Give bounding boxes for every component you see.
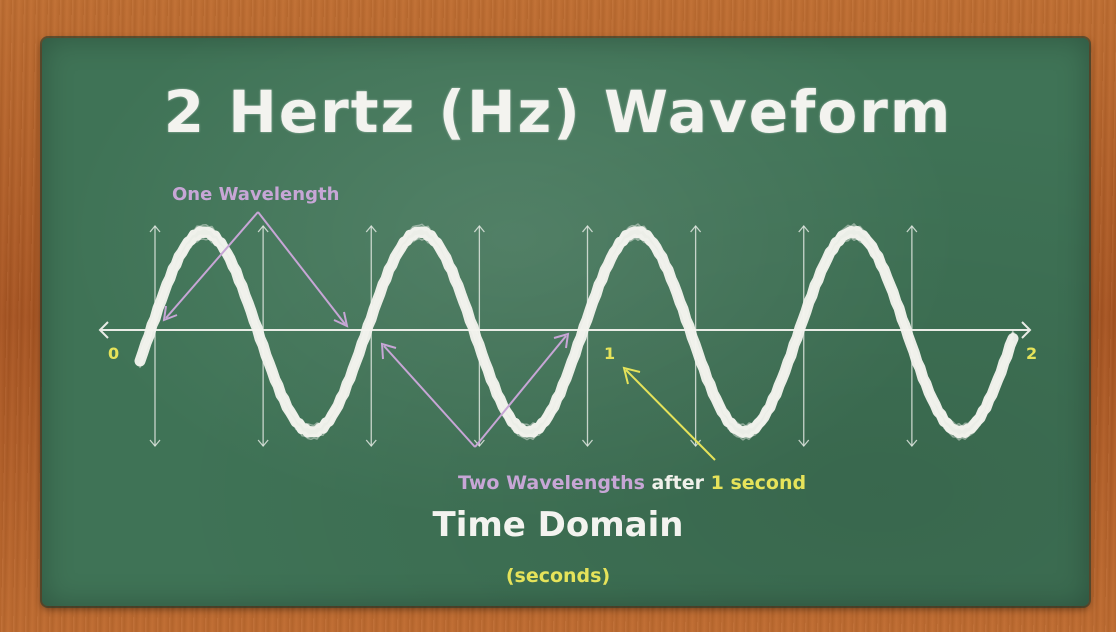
guide-arrow — [582, 224, 593, 233]
guide-arrow — [149, 439, 161, 448]
wave-stroke — [139, 223, 1014, 427]
wave-stroke — [138, 233, 1015, 439]
page-title: 2 Hertz (Hz) Waveform — [163, 78, 953, 146]
guide-arrow — [365, 224, 377, 233]
guide-arrow — [473, 224, 485, 233]
two-wavelengths-pointer — [380, 332, 570, 448]
guide-arrow — [149, 224, 161, 233]
guide-arrow — [690, 224, 702, 233]
axis-left-arrow — [98, 321, 109, 339]
guide-arrow — [257, 439, 269, 448]
one-wavelength-label: One Wavelength — [172, 184, 340, 205]
tick-label-0: 0 — [108, 344, 120, 363]
axis-right-arrow — [1021, 321, 1032, 339]
axis-unit: (seconds) — [505, 565, 611, 587]
wave-stroke — [138, 225, 1015, 431]
wave-stroke — [139, 237, 1014, 441]
two-wavelengths-caption: Two Wavelengths after 1 second — [458, 472, 806, 494]
two-wavelengths-text: Two Wavelengths — [458, 472, 645, 494]
one-wavelength-pointer — [162, 211, 349, 328]
tick-label-1: 1 — [604, 344, 616, 363]
tick-label-2: 2 — [1026, 344, 1038, 363]
guide-arrow — [473, 439, 485, 448]
after-text: after — [651, 472, 704, 494]
guide-arrow — [365, 439, 377, 448]
guide-arrow — [582, 439, 593, 448]
guide-arrow — [257, 224, 269, 233]
guide-arrow — [690, 439, 702, 448]
axis-title: Time Domain — [432, 505, 684, 545]
sine-wave — [134, 223, 1019, 441]
guide-arrow — [906, 439, 918, 448]
one-second-text: 1 second — [710, 472, 807, 494]
chalkboard — [42, 38, 1089, 606]
one-second-pointer — [622, 366, 716, 461]
guide-arrow — [798, 439, 810, 448]
guide-arrow — [798, 224, 810, 233]
guide-arrow — [906, 224, 918, 233]
